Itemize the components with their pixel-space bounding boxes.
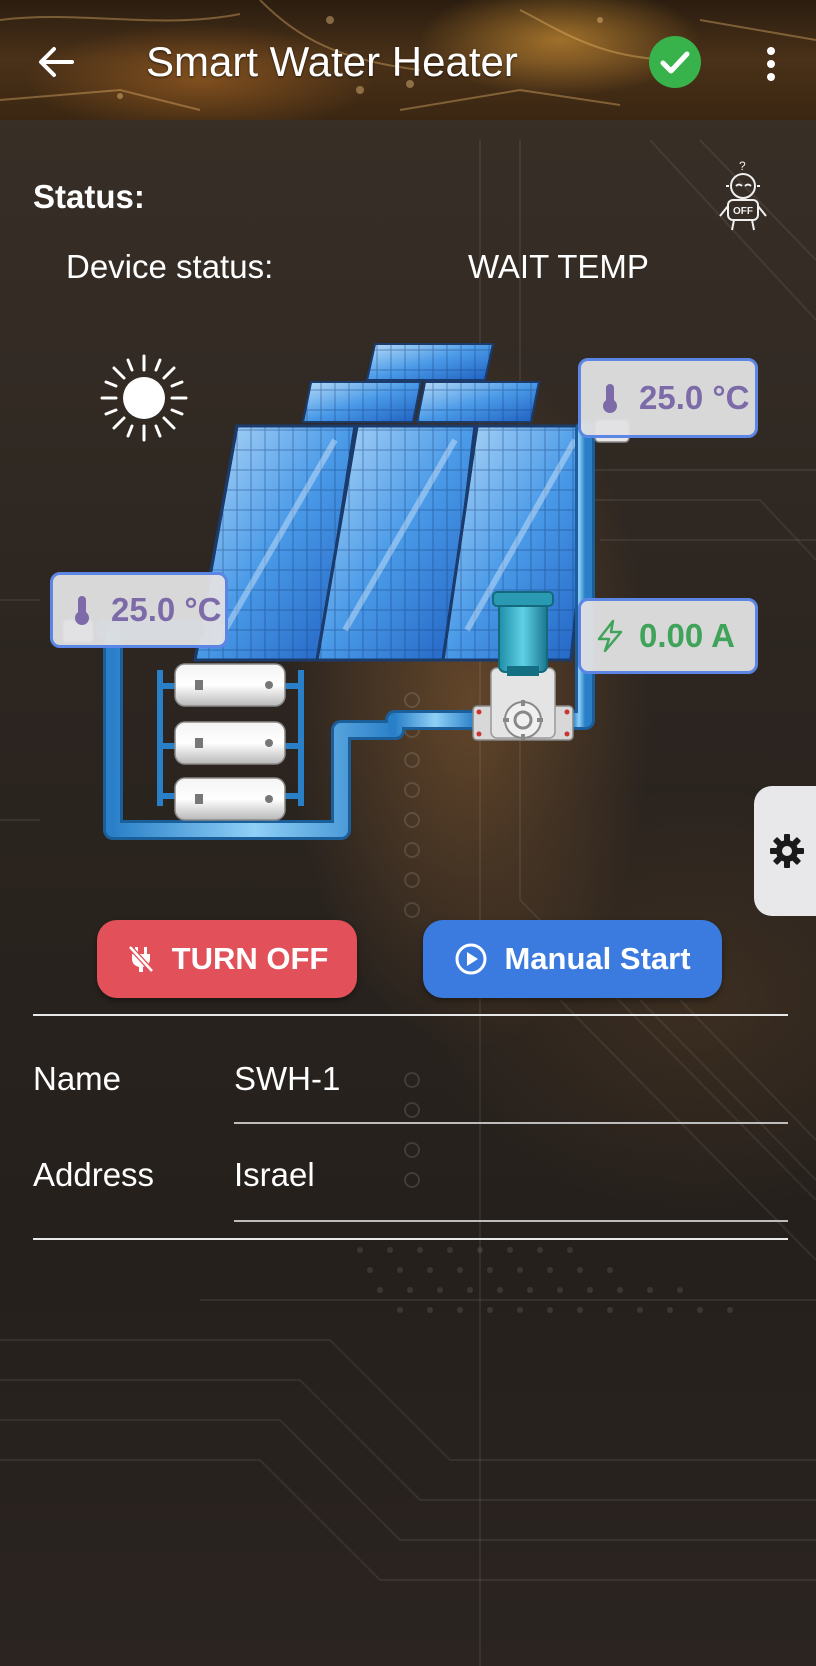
address-field[interactable]: Israel bbox=[234, 1156, 315, 1193]
name-field-underline bbox=[234, 1122, 788, 1124]
section-divider bbox=[33, 1014, 788, 1016]
gear-icon bbox=[770, 834, 804, 868]
app-bar: Smart Water Heater bbox=[0, 0, 816, 120]
sun-icon bbox=[98, 352, 190, 444]
lightning-bolt-icon bbox=[597, 619, 623, 653]
manual-start-label: Manual Start bbox=[504, 941, 691, 976]
robot-off-badge: OFF bbox=[733, 206, 753, 217]
tank-temperature-readout: 25.0 °C bbox=[50, 572, 228, 648]
device-status-label: Device status: bbox=[66, 248, 274, 285]
back-button[interactable] bbox=[36, 42, 76, 82]
pump-current-readout: 0.00 A bbox=[578, 598, 758, 674]
power-plug-off-icon bbox=[127, 945, 154, 973]
connection-status-badge[interactable] bbox=[649, 36, 701, 88]
arrow-left-icon bbox=[39, 47, 74, 77]
thermometer-icon bbox=[603, 384, 617, 413]
overflow-menu-button[interactable] bbox=[760, 44, 782, 84]
more-vert-icon bbox=[767, 47, 775, 81]
status-section-label: Status: bbox=[33, 178, 145, 215]
device-status-value: WAIT TEMP bbox=[468, 248, 649, 285]
address-field-underline bbox=[234, 1220, 788, 1222]
settings-tab[interactable] bbox=[754, 786, 816, 916]
turn-off-button[interactable]: TURN OFF bbox=[97, 920, 357, 998]
turn-off-label: TURN OFF bbox=[171, 941, 329, 976]
thermometer-icon bbox=[75, 596, 89, 625]
name-label: Name bbox=[33, 1060, 122, 1097]
svg-text:?: ? bbox=[739, 159, 746, 173]
robot-off-icon[interactable]: ? OFF bbox=[714, 156, 772, 232]
tank-temperature-value: 25.0 °C bbox=[111, 591, 222, 628]
play-circle-icon bbox=[455, 943, 487, 975]
address-label: Address bbox=[33, 1156, 155, 1193]
manual-start-button[interactable]: Manual Start bbox=[423, 920, 722, 998]
collector-temperature-value: 25.0 °C bbox=[639, 379, 750, 416]
section-divider bbox=[33, 1238, 788, 1240]
collector-temperature-readout: 25.0 °C bbox=[578, 358, 758, 438]
pump-current-value: 0.00 A bbox=[639, 617, 736, 654]
check-circle-icon bbox=[660, 51, 690, 74]
page-title: Smart Water Heater bbox=[146, 38, 518, 85]
name-field[interactable]: SWH-1 bbox=[234, 1060, 341, 1097]
